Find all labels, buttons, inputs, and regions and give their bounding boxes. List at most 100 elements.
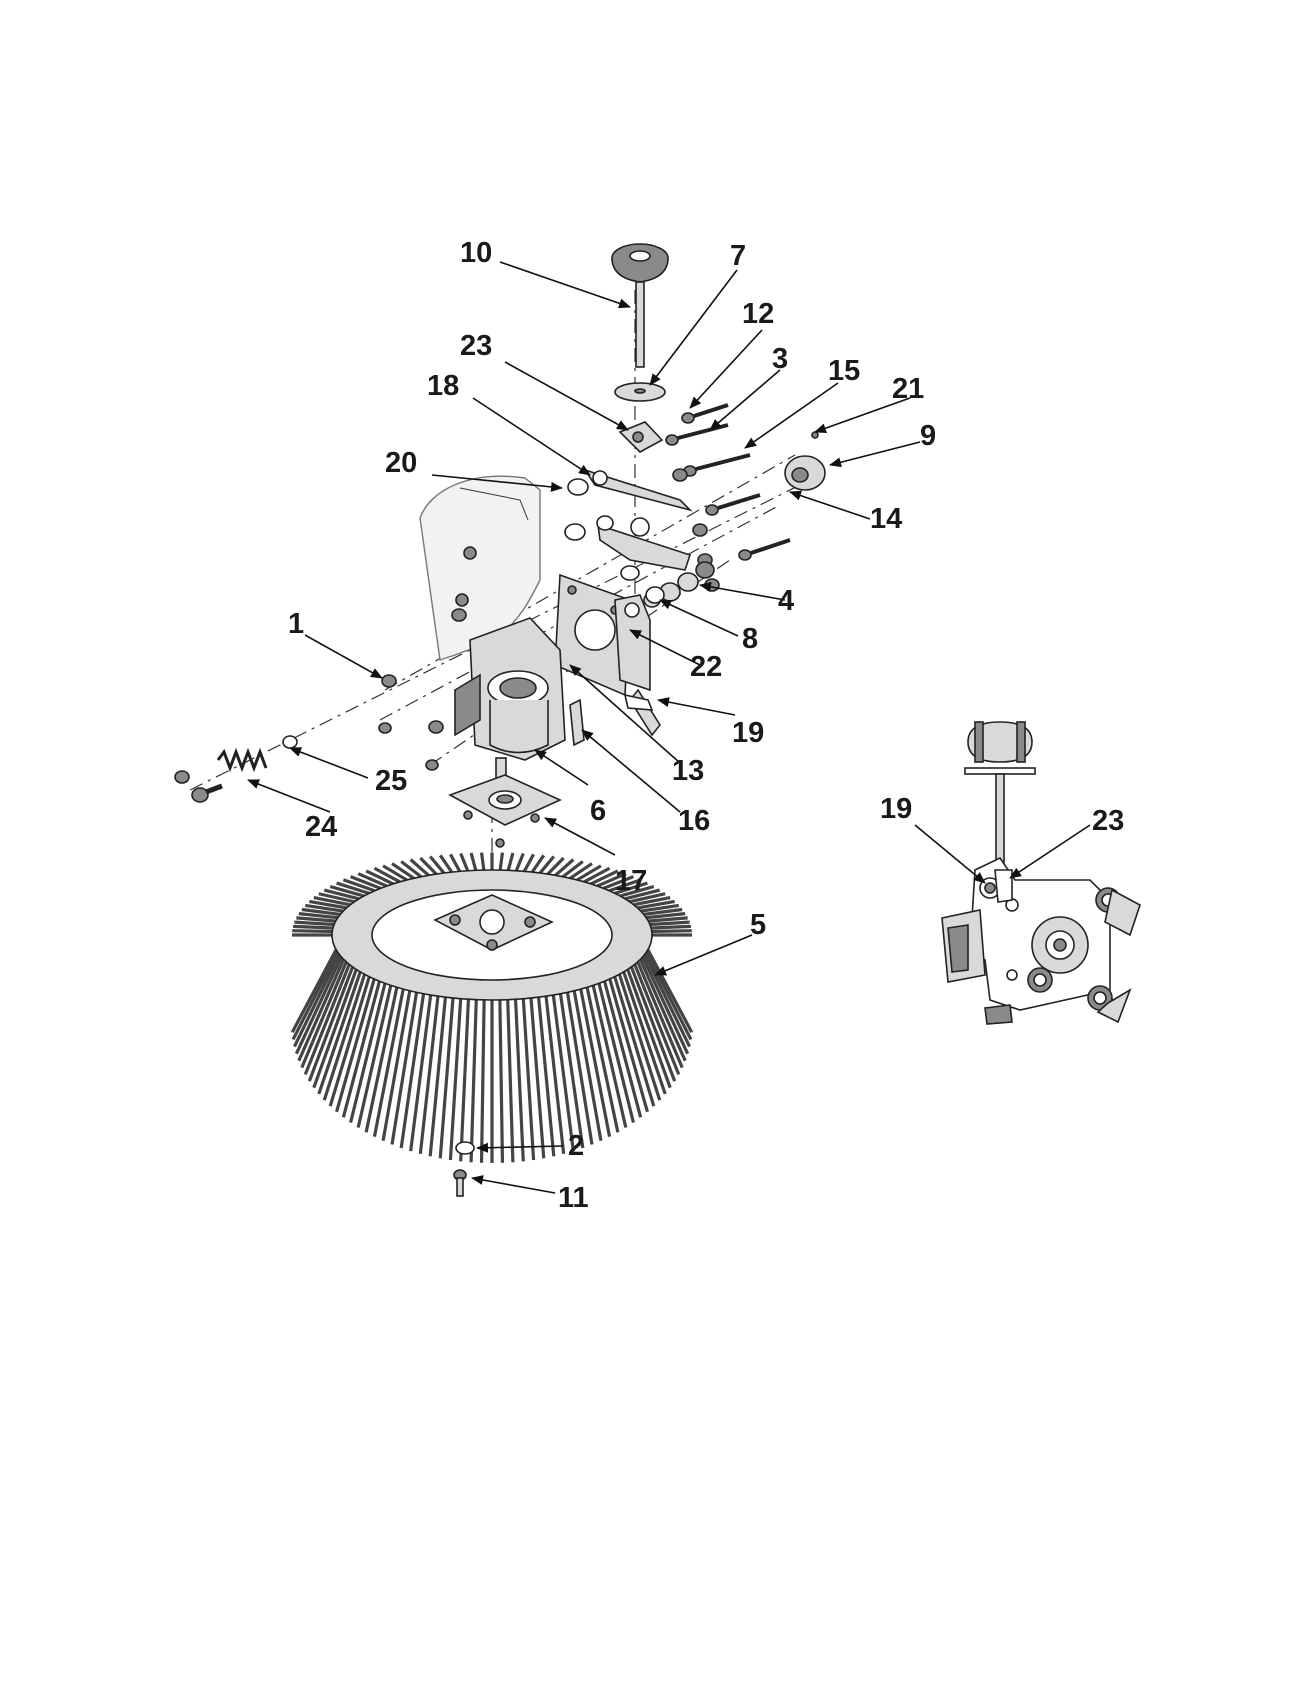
brush-bristle bbox=[513, 997, 525, 1162]
callout-20: 20 bbox=[385, 447, 417, 479]
brush-bristle bbox=[635, 950, 687, 1062]
callout-2: 2 bbox=[568, 1130, 584, 1162]
brush-bristle bbox=[419, 856, 440, 878]
nuts bbox=[378, 608, 467, 771]
callout-25: 25 bbox=[375, 765, 407, 797]
detail-callout-19: 19 bbox=[880, 793, 912, 825]
brush-bristle bbox=[551, 992, 575, 1152]
callout-14: 14 bbox=[870, 503, 902, 535]
brush-bristle bbox=[409, 992, 433, 1152]
brush-bristle bbox=[372, 985, 406, 1137]
callout-19: 19 bbox=[732, 717, 764, 749]
brush-bristle bbox=[317, 965, 364, 1095]
brush-bristle bbox=[607, 974, 649, 1113]
brush-bristle bbox=[584, 983, 620, 1133]
brush-bristle bbox=[307, 960, 357, 1082]
brush-bristle bbox=[498, 997, 505, 1163]
bolt-set bbox=[665, 403, 791, 592]
brush-bristle bbox=[630, 956, 681, 1076]
brush-bristle bbox=[590, 981, 628, 1128]
brush-bristle bbox=[537, 855, 556, 877]
brush-bristle bbox=[601, 976, 643, 1118]
bushings bbox=[645, 561, 715, 604]
callout-15: 15 bbox=[828, 355, 860, 387]
brush-bristle bbox=[616, 968, 662, 1101]
callout-3: 3 bbox=[772, 343, 788, 375]
brush-bristle bbox=[513, 852, 525, 874]
brush-bristle bbox=[469, 852, 478, 873]
bottom-washer bbox=[455, 1141, 475, 1155]
brush-bristle bbox=[297, 950, 349, 1062]
callout-21: 21 bbox=[892, 373, 924, 405]
brush-bristle bbox=[438, 854, 455, 876]
brush-bristle bbox=[529, 995, 546, 1159]
brush-bristle bbox=[521, 853, 535, 875]
leader-lines bbox=[247, 261, 921, 1194]
brush-bristle bbox=[438, 995, 455, 1159]
detail-knob bbox=[964, 721, 1036, 885]
brush-bristle bbox=[637, 947, 690, 1055]
brush-bristle bbox=[449, 853, 463, 875]
brush-bristle bbox=[399, 990, 426, 1149]
brush-bristle bbox=[544, 856, 565, 878]
detail-housing bbox=[941, 856, 1141, 1025]
brush-bristle bbox=[638, 944, 691, 1048]
brush-bristle bbox=[364, 983, 400, 1133]
brush-bristle bbox=[303, 956, 354, 1076]
brush-bristle bbox=[294, 947, 347, 1055]
brush-bristle bbox=[341, 976, 383, 1118]
callout-22: 22 bbox=[690, 651, 722, 683]
brush-bristles bbox=[290, 852, 694, 1163]
brush-bristle bbox=[381, 987, 412, 1142]
brush-bristle bbox=[291, 940, 345, 1041]
brush-bristle bbox=[596, 979, 635, 1123]
brush-bristle bbox=[506, 852, 515, 873]
brush-bristle bbox=[565, 989, 594, 1145]
detail-callout-23: 23 bbox=[1092, 805, 1124, 837]
brush-bristle bbox=[459, 852, 471, 874]
brush-shield bbox=[419, 475, 541, 661]
callout-1: 1 bbox=[288, 608, 304, 640]
brush-bristle bbox=[611, 971, 656, 1107]
callout-24: 24 bbox=[305, 811, 337, 843]
adjustment-knob bbox=[611, 243, 669, 368]
spring-and-bolts bbox=[174, 735, 298, 803]
brush-bristle bbox=[620, 965, 667, 1095]
motor-housing bbox=[454, 617, 566, 784]
brush-bristle bbox=[322, 968, 368, 1101]
brush-bristle bbox=[312, 963, 360, 1089]
brush-bristle bbox=[300, 953, 351, 1069]
brush-bristle bbox=[459, 997, 471, 1162]
side-brush bbox=[290, 852, 694, 1163]
brush-bristle bbox=[428, 855, 447, 877]
hub-plate bbox=[448, 774, 562, 848]
brush-bristle bbox=[498, 852, 505, 873]
callout-11: 11 bbox=[558, 1182, 589, 1214]
callout-13: 13 bbox=[672, 755, 704, 787]
lever-arm bbox=[614, 594, 661, 737]
brush-bristle bbox=[536, 994, 556, 1157]
brush-bristle bbox=[624, 963, 672, 1089]
brush-bristle bbox=[578, 985, 612, 1137]
brush-bristle bbox=[521, 996, 536, 1161]
brush-bristle bbox=[544, 993, 566, 1155]
brush-bristle bbox=[572, 987, 603, 1142]
callout-8: 8 bbox=[742, 623, 758, 655]
callout-6: 6 bbox=[590, 795, 606, 827]
callout-16: 16 bbox=[678, 805, 710, 837]
brush-bristle bbox=[529, 854, 546, 876]
brush-bristle bbox=[293, 944, 346, 1048]
main-assembly bbox=[174, 243, 921, 1197]
callout-12: 12 bbox=[742, 298, 774, 330]
brush-bristle bbox=[469, 997, 478, 1163]
key bbox=[569, 698, 585, 747]
brush-bristle bbox=[428, 994, 448, 1157]
callout-7: 7 bbox=[730, 240, 746, 272]
brush-bristle bbox=[639, 940, 693, 1041]
callout-5: 5 bbox=[750, 909, 766, 941]
brush-bristle bbox=[640, 937, 694, 1033]
brush-bristle bbox=[356, 981, 394, 1128]
bottom-screw bbox=[453, 1169, 467, 1197]
brush-bristle bbox=[479, 852, 486, 873]
